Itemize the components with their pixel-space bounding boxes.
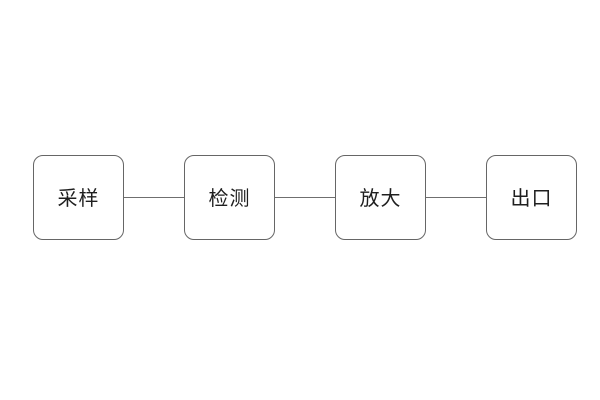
flow-node-label: 采样	[57, 185, 100, 210]
flow-connector-2	[275, 197, 335, 198]
flow-connector-1	[124, 197, 184, 198]
flow-node-sampling[interactable]: 采样	[33, 155, 124, 240]
flow-node-detection[interactable]: 检测	[184, 155, 275, 240]
flow-node-output[interactable]: 出口	[486, 155, 577, 240]
flow-node-label: 检测	[208, 185, 251, 210]
flow-node-amplification[interactable]: 放大	[335, 155, 426, 240]
flow-chain: 采样 检测 放大 出口	[33, 155, 577, 240]
flow-connector-3	[426, 197, 486, 198]
flow-node-label: 放大	[359, 185, 402, 210]
flow-node-label: 出口	[510, 185, 553, 210]
